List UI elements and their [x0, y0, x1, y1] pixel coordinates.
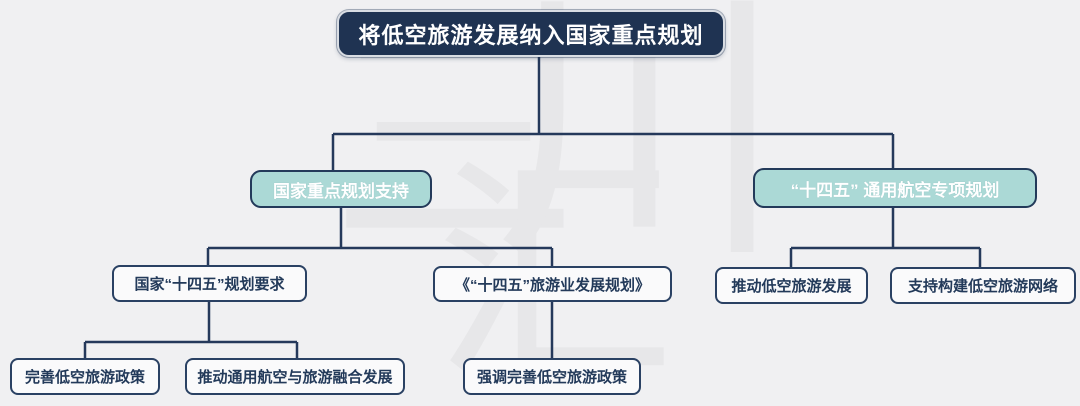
- leaf-node-tourism-development-plan: 《“十四五”旅游业发展规划》: [433, 266, 672, 302]
- branch-node-ga-special-plan: “十四五” 通用航空专项规划: [753, 168, 1037, 208]
- root-node-national-key-plan: 将低空旅游发展纳入国家重点规划: [337, 10, 725, 57]
- leaf-node-emphasize-improve-policy: 强调完善低空旅游政策: [463, 358, 641, 395]
- leaf-node-promote-low-altitude-tourism: 推动低空旅游发展: [715, 267, 868, 304]
- branch-node-plan-support: 国家重点规划支持: [250, 170, 432, 208]
- leaf-node-national-145-requirement: 国家“十四五”规划要求: [112, 265, 307, 302]
- leaf-node-ga-tourism-integration: 推动通用航空与旅游融合发展: [185, 358, 405, 395]
- leaf-node-improve-policy: 完善低空旅游政策: [10, 358, 160, 395]
- leaf-node-support-tourism-network: 支持构建低空旅游网络: [890, 267, 1076, 304]
